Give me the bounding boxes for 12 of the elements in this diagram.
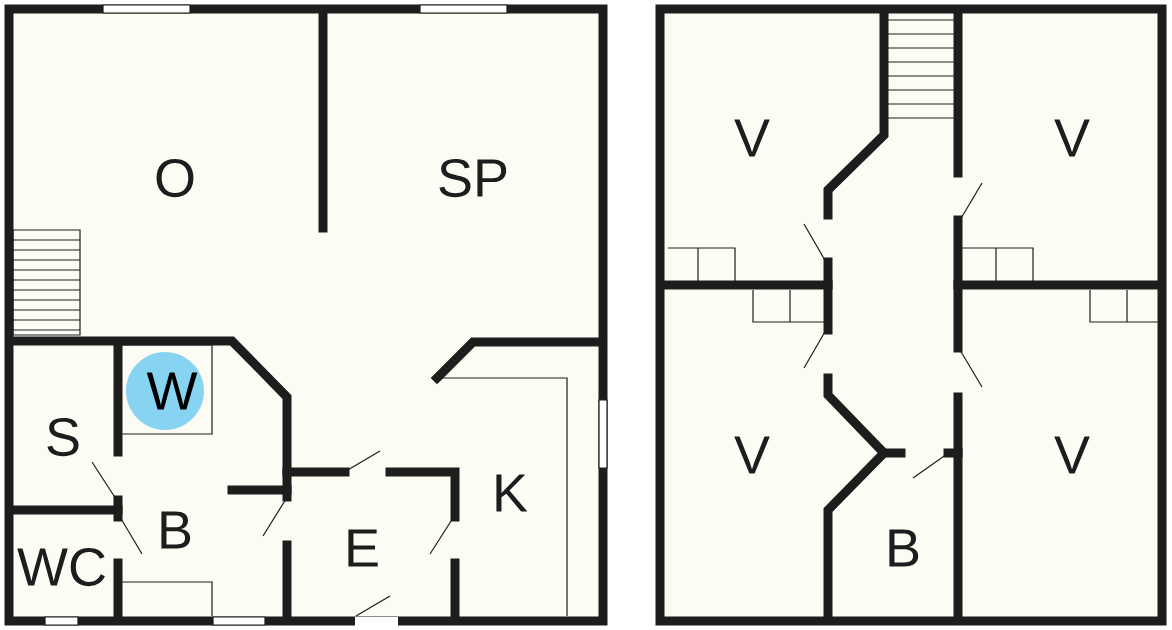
room-label: K xyxy=(496,474,528,512)
room-label: SP xyxy=(439,158,507,198)
room-label: V xyxy=(1054,436,1090,474)
room-label: V xyxy=(734,119,770,157)
room-label: O xyxy=(156,158,194,198)
room-label: E xyxy=(348,529,378,567)
room-label: V xyxy=(1054,119,1090,157)
room-label: V xyxy=(734,436,770,474)
room-label: WC xyxy=(17,547,105,587)
room-label: S xyxy=(47,417,79,457)
room-label: B xyxy=(889,529,919,567)
room-label: B xyxy=(161,511,191,549)
